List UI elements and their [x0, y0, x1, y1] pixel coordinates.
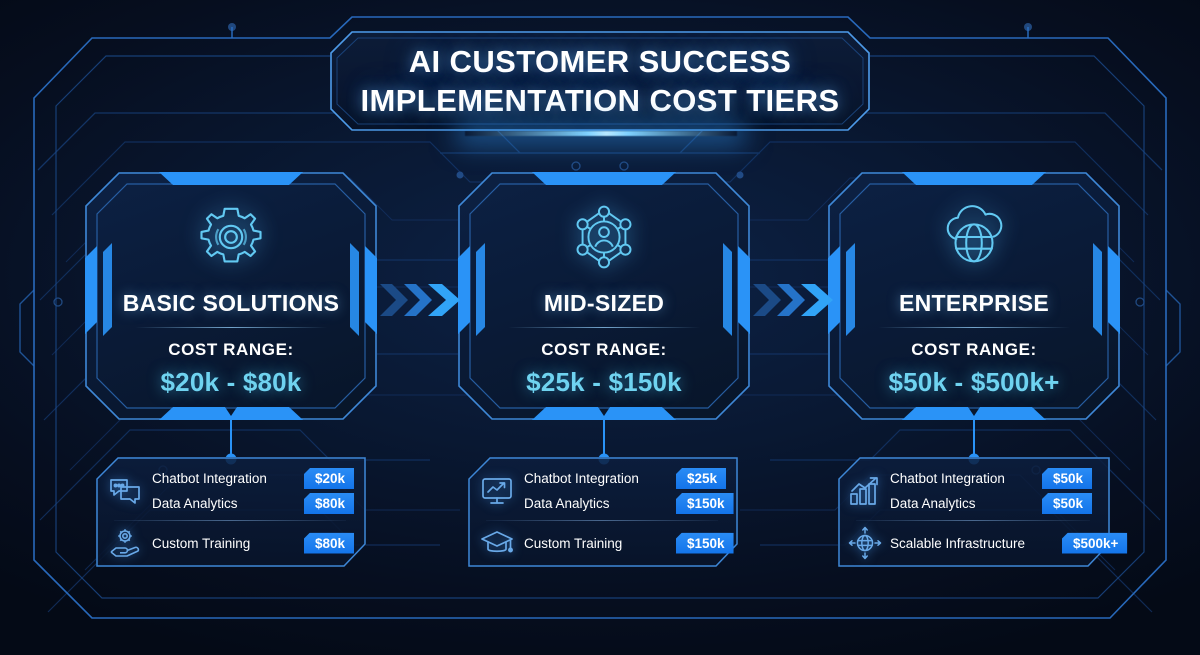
tier-name: MID-SIZED — [543, 290, 665, 316]
detail-label: Chatbot Integration — [890, 471, 1005, 486]
tier-card-background — [458, 172, 750, 420]
detail-label: Data Analytics — [890, 496, 976, 511]
detail-separator — [486, 520, 718, 521]
tier-cost-range: $50k - $500k+ — [888, 367, 1060, 397]
detail-group-2: Scalable Infrastructure $500k+ — [848, 526, 1128, 560]
tier-name: ENTERPRISE — [899, 290, 1049, 316]
price-badge: $20k — [304, 468, 355, 489]
price-badge: $80k — [304, 532, 355, 554]
tier-cost-label: COST RANGE: — [911, 340, 1037, 359]
detail-panel-frame — [468, 457, 738, 567]
detail-row: Data Analytics $150k — [524, 491, 734, 516]
price-badge: $150k — [676, 532, 734, 554]
detail-panel-basic-solutions[interactable]: Chatbot Integration $20k Data Analytics … — [96, 457, 366, 567]
tier-cost-label: COST RANGE: — [541, 340, 667, 359]
tier-card-mid-sized[interactable]: MID-SIZED COST RANGE: $25k - $150k — [458, 172, 750, 465]
cloud-globe-icon — [946, 205, 1003, 263]
tier-card-background — [85, 172, 377, 420]
detail-label: Custom Training — [524, 535, 623, 551]
chat-bubbles-icon — [110, 479, 140, 504]
tier-cost-range: $25k - $150k — [526, 367, 682, 397]
tier-divider — [878, 327, 1070, 328]
detail-panel-frame — [96, 457, 366, 567]
price-badge: $25k — [676, 468, 727, 489]
detail-group-1: Chatbot Integration $20k Data Analytics … — [108, 466, 355, 516]
hand-gear-icon — [110, 529, 140, 557]
detail-panel-frame — [838, 457, 1110, 567]
detail-row: Data Analytics $50k — [890, 491, 1093, 516]
price-badge: $150k — [676, 493, 734, 514]
detail-label: Custom Training — [152, 535, 251, 551]
detail-row: Custom Training $80k — [152, 531, 355, 556]
detail-label: Data Analytics — [152, 496, 238, 511]
tier-card-basic-solutions[interactable]: BASIC SOLUTIONS COST RANGE: $20k - $80k — [85, 172, 377, 465]
network-user-icon — [576, 205, 632, 269]
detail-row: Data Analytics $80k — [152, 491, 355, 516]
bar-chart-growth-icon — [850, 477, 878, 505]
price-badge: $80k — [304, 493, 355, 514]
page-title-line-2: IMPLEMENTATION COST TIERS — [360, 83, 840, 118]
tier-cost-label: COST RANGE: — [168, 340, 294, 359]
detail-group-2: Custom Training $80k — [108, 526, 355, 560]
price-badge: $50k — [1042, 468, 1093, 489]
monitor-chart-icon — [482, 478, 512, 504]
detail-label: Chatbot Integration — [524, 471, 639, 486]
detail-panel-mid-sized[interactable]: Chatbot Integration $25k Data Analytics … — [468, 457, 738, 567]
globe-arrows-icon — [848, 526, 882, 560]
tier-card-enterprise[interactable]: ENTERPRISE COST RANGE: $50k - $500k+ — [828, 172, 1120, 465]
gear-icon — [200, 207, 262, 263]
detail-label: Scalable Infrastructure — [890, 535, 1026, 551]
price-badge: $500k+ — [1062, 532, 1128, 554]
chevron-arrow-1-to-2 — [380, 284, 460, 316]
detail-separator — [856, 520, 1090, 521]
price-badge: $50k — [1042, 493, 1093, 514]
tier-card-frame — [85, 172, 377, 465]
tier-name: BASIC SOLUTIONS — [122, 290, 340, 316]
tier-divider — [508, 327, 700, 328]
tier-card-background — [828, 172, 1120, 420]
chevron-arrow-2-to-3 — [753, 284, 833, 316]
detail-panel-enterprise[interactable]: Chatbot Integration $50k Data Analytics … — [838, 457, 1128, 567]
detail-row: Scalable Infrastructure $500k+ — [890, 531, 1128, 556]
detail-label: Chatbot Integration — [152, 471, 267, 486]
detail-group-2: Custom Training $150k — [480, 526, 734, 560]
tier-card-frame — [458, 172, 750, 465]
graduation-cap-icon — [481, 531, 513, 553]
title-underglow — [465, 131, 737, 136]
detail-group-1: Chatbot Integration $25k Data Analytics … — [480, 466, 734, 516]
detail-label: Data Analytics — [524, 496, 610, 511]
tier-cost-range: $20k - $80k — [160, 367, 302, 397]
tier-card-frame — [828, 172, 1120, 465]
page-title-line-1: AI CUSTOMER SUCCESS — [408, 43, 792, 79]
detail-separator — [114, 520, 346, 521]
detail-row: Custom Training $150k — [524, 531, 734, 556]
tier-divider — [135, 327, 327, 328]
page-title-panel: AI CUSTOMER SUCCESS IMPLEMENTATION COST … — [330, 31, 870, 131]
detail-row: Chatbot Integration $20k — [152, 466, 355, 491]
detail-row: Chatbot Integration $50k — [890, 466, 1093, 491]
detail-row: Chatbot Integration $25k — [524, 466, 734, 491]
detail-group-1: Chatbot Integration $50k Data Analytics … — [848, 466, 1093, 516]
